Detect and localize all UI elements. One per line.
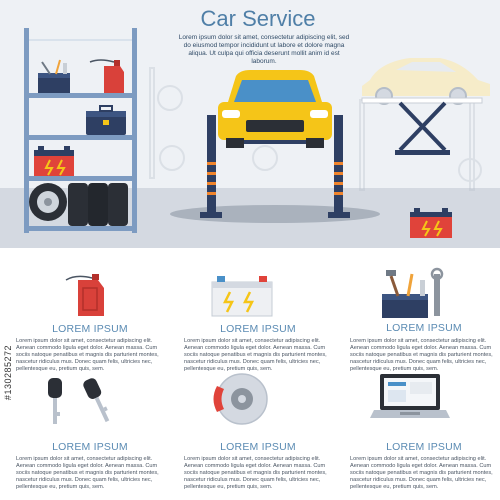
feature-text: Lorem ipsum dolor sit amet, consectetur …: [350, 338, 493, 372]
feature-text: Lorem ipsum dolor sit amet, consectetur …: [184, 338, 327, 372]
feature-diagnostics: LOREM IPSUM Lorem ipsum dolor sit amet, …: [350, 372, 498, 490]
feature-text: Lorem ipsum dolor sit amet, consectetur …: [16, 456, 159, 490]
feature-text: Lorem ipsum dolor sit amet, consectetur …: [184, 456, 327, 490]
feature-brakes: LOREM IPSUM Lorem ipsum dolor sit amet, …: [184, 372, 332, 490]
feature-title: LOREM IPSUM: [52, 441, 128, 453]
garage-illustration: [24, 28, 490, 238]
floor-battery: [410, 208, 452, 238]
feature-text: Lorem ipsum dolor sit amet, consectetur …: [350, 456, 493, 490]
feature-text: Lorem ipsum dolor sit amet, consectetur …: [16, 338, 159, 372]
feature-title: LOREM IPSUM: [386, 441, 462, 453]
hero-banner: Car Service Lorem ipsum dolor sit amet, …: [0, 0, 500, 248]
feature-battery: LOREM IPSUM Lorem ipsum dolor sit amet, …: [184, 270, 332, 372]
car-keys-icon: [48, 378, 110, 424]
feature-title: LOREM IPSUM: [220, 441, 296, 453]
hero-description: Lorem ipsum dolor sit amet, consectetur …: [178, 34, 350, 65]
feature-keys: LOREM IPSUM Lorem ipsum dolor sit amet, …: [16, 372, 164, 490]
car-battery-icon: [211, 276, 273, 317]
feature-tools: LOREM IPSUM Lorem ipsum dolor sit amet, …: [350, 266, 498, 372]
stock-id-label: #130285272: [3, 345, 13, 401]
feature-title: LOREM IPSUM: [386, 322, 462, 334]
page-title: Car Service: [200, 6, 316, 31]
feature-fuel: LOREM IPSUM Lorem ipsum dolor sit amet, …: [16, 270, 164, 372]
brake-disc-icon: [213, 373, 268, 425]
fuel-canister-icon: [65, 274, 104, 316]
car-on-scissor-lift: [361, 58, 490, 155]
feature-title: LOREM IPSUM: [52, 323, 128, 335]
feature-title: LOREM IPSUM: [220, 323, 296, 335]
tool-shelf: [24, 28, 137, 233]
toolbox-icon: [382, 267, 444, 318]
car-on-lift: [170, 70, 380, 223]
laptop-icon: [370, 374, 450, 418]
